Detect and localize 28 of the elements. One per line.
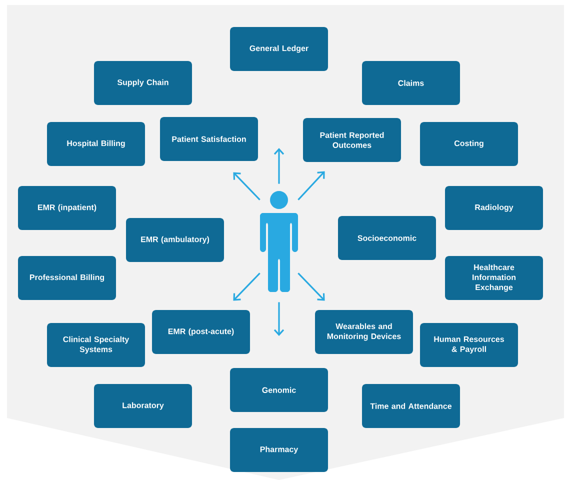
system-box: Supply Chain: [94, 61, 192, 105]
arrow: [298, 272, 325, 301]
system-box: EMR (post-acute): [152, 310, 250, 354]
system-box: Patient Reported Outcomes: [303, 118, 401, 162]
system-box: General Ledger: [230, 27, 328, 71]
system-box: Patient Satisfaction: [160, 117, 258, 161]
system-box: Clinical Specialty Systems: [47, 323, 145, 367]
system-box: Genomic: [230, 368, 328, 412]
system-box: Radiology: [445, 186, 543, 230]
arrow: [233, 172, 260, 200]
system-box: Human Resources & Payroll: [420, 323, 518, 367]
arrow: [233, 272, 260, 301]
system-box: Time and Attendance: [362, 384, 460, 428]
person-icon: [260, 191, 298, 292]
arrow: [298, 171, 325, 200]
system-box: EMR (ambulatory): [126, 218, 224, 262]
system-box: Hospital Billing: [47, 122, 145, 166]
system-box: Costing: [420, 122, 518, 166]
system-box: Socioeconomic: [338, 216, 436, 260]
system-box: Healthcare Information Exchange: [445, 256, 543, 300]
system-box: EMR (inpatient): [18, 186, 116, 230]
system-box: Laboratory: [94, 384, 192, 428]
arrow: [274, 148, 284, 184]
arrow: [274, 302, 284, 336]
system-box: Wearables and Monitoring Devices: [315, 310, 413, 354]
system-box: Professional Billing: [18, 256, 116, 300]
system-box: Pharmacy: [230, 428, 328, 472]
system-box: Claims: [362, 61, 460, 105]
